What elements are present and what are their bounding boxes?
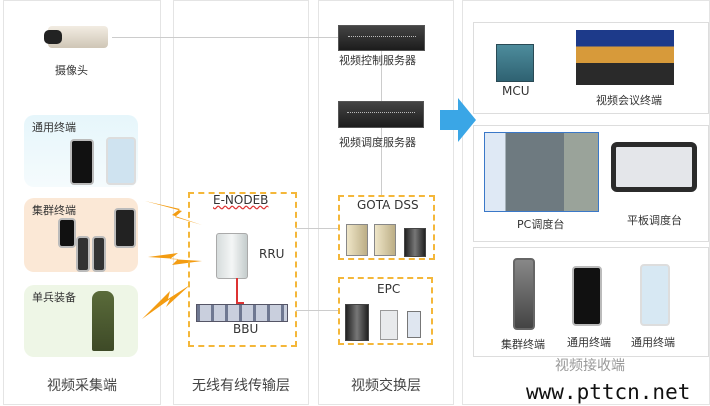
receive-cluster-terminal-label: 集群终端 [501,338,545,351]
radio-icon [92,236,106,272]
epc-link [296,310,338,311]
gota-box [338,195,435,260]
epc-label: EPC [377,282,401,296]
camera-label: 摄像头 [55,64,88,77]
radio-icon [76,236,90,272]
gota-label: GOTA DSS [357,198,419,212]
rack-icon [404,228,426,257]
column-transport [173,0,309,405]
mcu-icon [496,44,534,82]
bbu-icon [196,304,288,322]
column-label-receive: 视频接收端 [555,358,625,374]
soldier-equipment-label: 单兵装备 [32,291,76,304]
cluster-terminal-label: 集群终端 [32,204,76,217]
column-collect [3,0,161,405]
camera-link [112,37,338,38]
dispatch-server-label: 视频调度服务器 [339,136,416,149]
column-label-transport: 无线有线传输层 [192,378,290,394]
soldier-equipment-card: 单兵装备 [24,285,138,357]
general-terminal-label: 通用终端 [32,121,76,134]
smartphone-icon [106,137,136,185]
control-server-icon [338,25,425,51]
smartphone-icon [640,264,670,326]
dispatch-server-icon [338,101,424,128]
cabinet-icon [380,310,398,340]
pc-console-screenshot [484,132,599,212]
flow-arrow-icon [440,98,476,142]
bolt-icon [142,285,190,319]
general-terminal-card: 通用终端 [24,115,138,187]
column-label-collect: 视频采集端 [47,378,117,394]
control-server-label: 视频控制服务器 [339,54,416,67]
tablet-console-label: 平板调度台 [627,214,682,227]
rru-icon [216,233,248,279]
server-icon [374,224,396,256]
rru-bbu-cable [236,278,244,304]
phone-icon [70,139,94,185]
receive-general-terminal-label-1: 通用终端 [567,336,611,349]
column-label-exchange: 视频交换层 [351,378,421,394]
enodeb-label: E-NODEB [213,193,269,207]
watermark: www.pttcn.net [526,380,691,404]
rugged-phone-icon [114,208,136,248]
iphone-icon [572,266,602,326]
rack-icon [345,304,369,341]
conference-room-icon [576,30,674,85]
pc-console-label: PC调度台 [517,218,565,231]
cluster-radio-icon [513,258,535,330]
bbu-label: BBU [233,322,259,336]
receive-general-terminal-label-2: 通用终端 [631,336,675,349]
column-exchange [318,0,454,405]
tablet-icon [611,142,697,192]
server-icon [346,224,368,256]
mcu-label: MCU [502,84,530,98]
enodeb-box [188,192,297,347]
cluster-terminal-card: 集群终端 [24,198,138,272]
conference-label: 视频会议终端 [596,94,662,107]
rru-label: RRU [259,247,285,261]
cabinet-icon [407,311,421,338]
gota-link [296,228,338,229]
camera-icon [44,26,108,48]
epc-box [338,277,433,345]
soldier-icon [92,291,114,351]
phone-icon [58,218,76,248]
